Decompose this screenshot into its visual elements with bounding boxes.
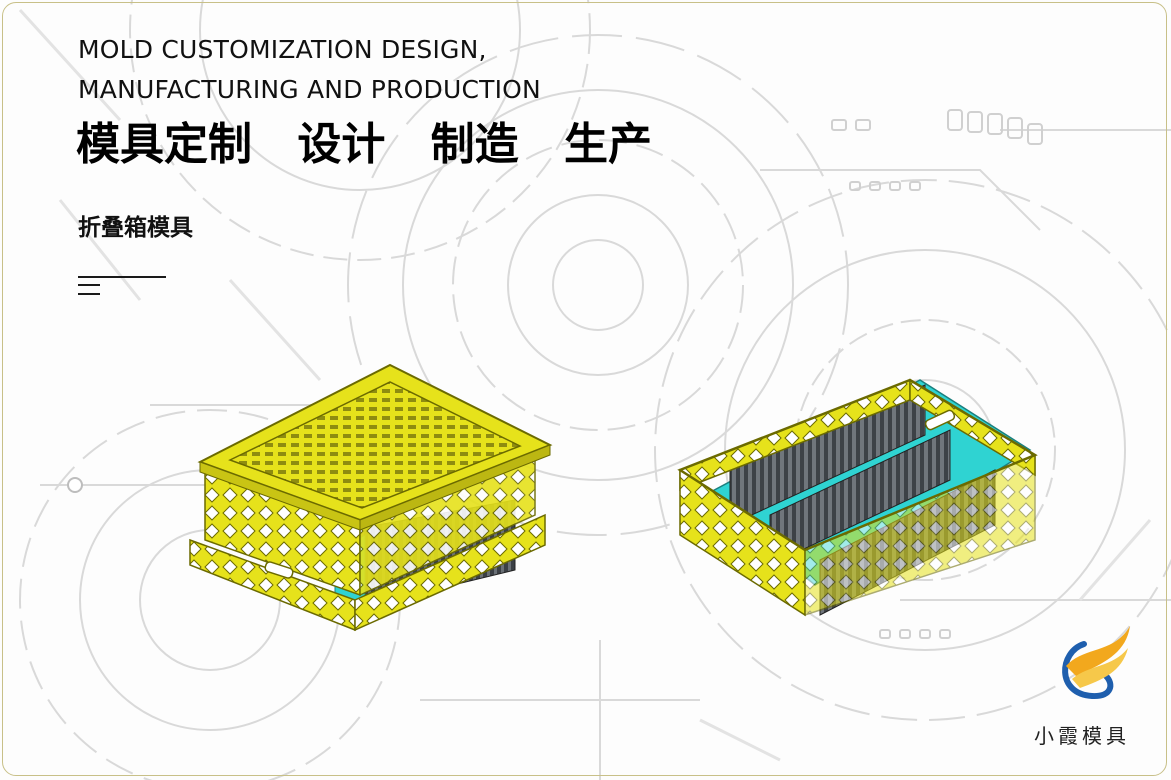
chinese-headline: 模具定制 设计 制造 生产 xyxy=(76,115,682,175)
decorative-rule-short xyxy=(78,293,100,295)
swoosh-logo-icon xyxy=(1062,626,1130,700)
headline-part-production: 生产 xyxy=(563,119,652,170)
english-headline-line-1: MOLD CUSTOMIZATION DESIGN, xyxy=(78,35,487,64)
english-headline: MOLD CUSTOMIZATION DESIGN, MANUFACTURING… xyxy=(78,30,541,110)
headline-part-customization: 模具定制 xyxy=(76,119,252,170)
folding-crate-mold-open-render xyxy=(677,378,1038,617)
english-headline-line-2: MANUFACTURING AND PRODUCTION xyxy=(78,75,541,104)
folding-crate-mold-closed-render xyxy=(189,363,553,632)
product-subtitle: 折叠箱模具 xyxy=(78,215,193,241)
brand-name: 小霞模具 xyxy=(1034,724,1130,748)
decorative-rule-short xyxy=(78,284,100,286)
headline-part-manufacturing: 制造 xyxy=(430,119,519,170)
decorative-rule xyxy=(78,276,166,278)
headline-part-design: 设计 xyxy=(297,119,386,170)
